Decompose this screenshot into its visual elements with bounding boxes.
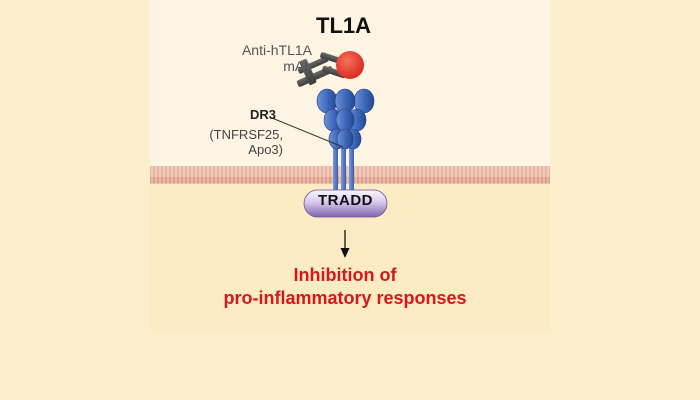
tradd-adaptor [303, 189, 388, 218]
tl1a-ligand-icon [336, 51, 364, 79]
receptor-alias-line-1: (TNFRSF25, [209, 127, 283, 142]
down-arrow-icon [340, 230, 350, 258]
ligand-title: TL1A [316, 13, 371, 38]
dr3-receptor [316, 88, 375, 150]
outcome-label: Inhibition of pro-inflammatory responses [200, 264, 490, 311]
receptor-name-label: DR3 [250, 107, 277, 122]
receptor-alias-label: (TNFRSF25, Apo3) [196, 127, 283, 158]
adaptor-label: TRADD [318, 192, 373, 209]
outcome-line-2: pro-inflammatory responses [223, 288, 467, 309]
outcome-line-1: Inhibition of [293, 265, 397, 285]
antibody-label: Anti-hTL1A mAb [212, 42, 312, 74]
receptor-leader-line [271, 117, 344, 148]
receptor-alias-line-2: Apo3) [248, 141, 283, 157]
antibody-icon [296, 52, 346, 87]
receptor-stalks [333, 140, 354, 190]
antibody-label-line-1: Anti-hTL1A [241, 42, 312, 58]
antibody-label-line-2: mAb [283, 58, 312, 75]
